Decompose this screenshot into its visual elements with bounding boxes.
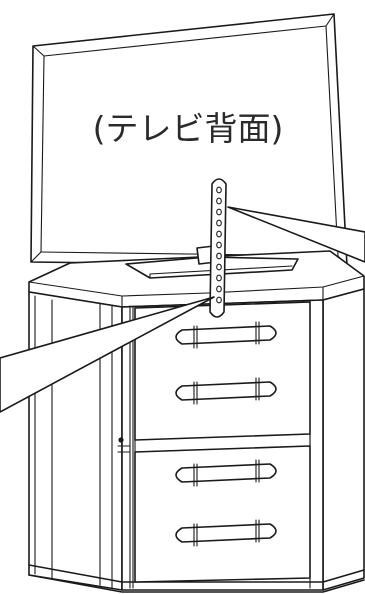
- drawer-handle-3: [175, 459, 277, 487]
- mounting-bracket: [209, 178, 227, 318]
- callout-wedge-right: [227, 206, 365, 263]
- callout-wedge-left: [0, 296, 215, 413]
- bracket-holes: [216, 186, 222, 304]
- upper-drawer: [134, 301, 311, 453]
- drawer-handle-2: [175, 377, 277, 405]
- latch-hole: [118, 437, 124, 443]
- tv-back-label: (テレビ背面): [93, 109, 284, 148]
- drawer-handle-1: [175, 321, 277, 349]
- drawer-handle-4: [175, 519, 277, 547]
